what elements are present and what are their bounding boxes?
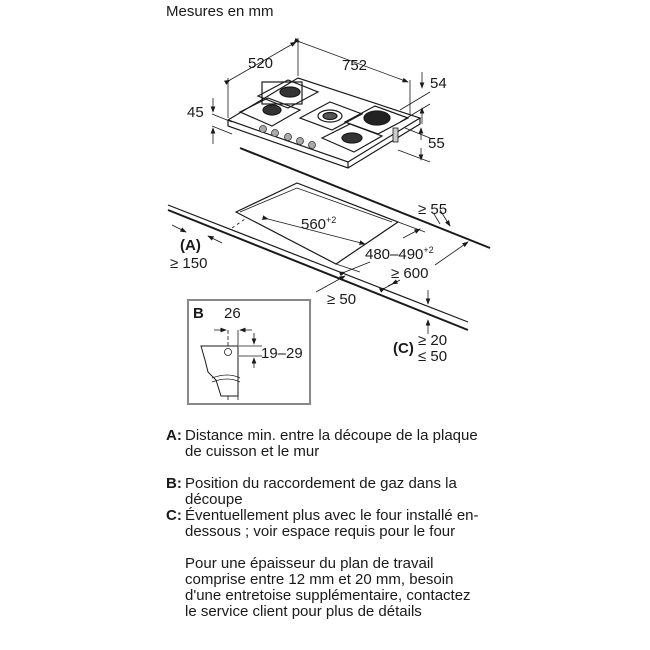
c-min-label: ≥ 20	[418, 332, 447, 349]
legend-item-a: A: Distance min. entre la découpe de la …	[166, 428, 486, 460]
hob-drawing	[226, 77, 422, 169]
detail-b-label: B	[193, 305, 204, 322]
hob-connector-drop-label: 55	[428, 135, 445, 152]
legend-key-a: A:	[166, 427, 182, 444]
hob-rear-offset-label: 54	[430, 75, 447, 92]
hob-depth-label: 520	[248, 55, 273, 72]
detail-b-height-label: 19–29	[261, 345, 303, 362]
rear-clearance-label: ≥ 55	[418, 201, 447, 218]
legend-key-b: B:	[166, 475, 182, 492]
cutout-width-label: 560+2	[301, 215, 336, 233]
legend-item-b: B: Position du raccordement de gaz dans …	[166, 476, 486, 508]
cutout-dimensions	[171, 209, 469, 334]
units-title: Mesures en mm	[166, 3, 274, 20]
wall-distance-label: ≥ 150	[170, 255, 207, 272]
legend-item-c: C: Éventuellement plus avec le four inst…	[166, 508, 486, 540]
cutout-depth-label: 480–490+2	[365, 245, 434, 263]
c-max-label: ≤ 50	[418, 348, 447, 365]
wall-distance-marker: (A)	[180, 237, 201, 254]
legend-text-b: Position du raccordement de gaz dans la …	[185, 475, 457, 508]
detail-b-width-label: 26	[224, 305, 241, 322]
counter-depth-label: ≥ 600	[391, 265, 428, 282]
legend-text-a: Distance min. entre la découpe de la pla…	[185, 427, 478, 460]
hob-height-label: 45	[187, 104, 204, 121]
c-marker: (C)	[393, 340, 414, 357]
detail-b-box: B 26 19–29	[187, 299, 311, 405]
hob-width-label: 752	[342, 57, 367, 74]
legend-text-c: Éventuellement plus avec le four install…	[185, 507, 479, 540]
legend-key-c: C:	[166, 507, 182, 524]
front-clearance-label: ≥ 50	[327, 291, 356, 308]
hob-dimensions	[210, 37, 431, 163]
worktop-thickness-note: Pour une épaisseur du plan de travail co…	[185, 555, 471, 620]
legend: A: Distance min. entre la découpe de la …	[166, 428, 486, 620]
